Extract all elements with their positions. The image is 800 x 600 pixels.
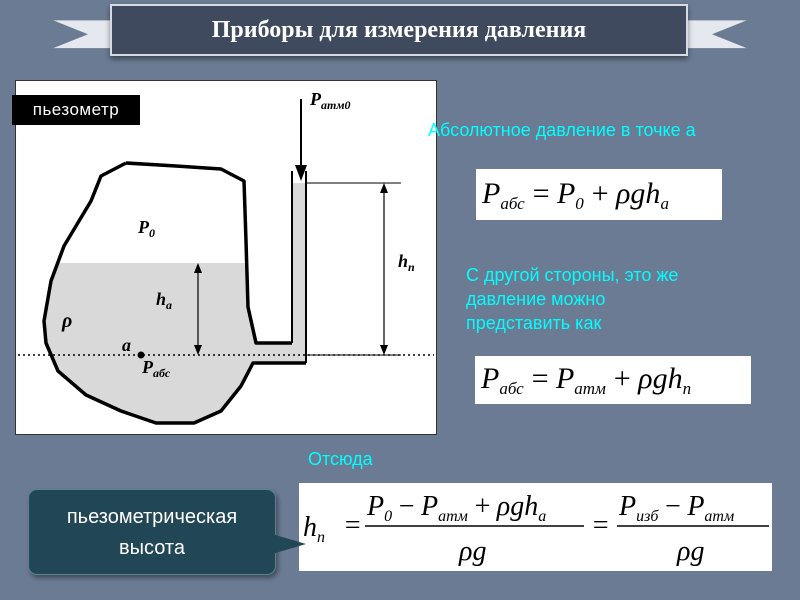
- title-box: Приборы для измерения давления: [110, 4, 688, 56]
- label-rho: ρ: [61, 310, 72, 332]
- point-a-dot: [137, 351, 145, 359]
- other-side-note: С другой стороны, это же давление можно …: [466, 263, 796, 335]
- label-h-a: ha: [156, 289, 172, 312]
- label-a: a: [122, 335, 131, 355]
- piezometer-diagram: Pатм0 P0 ρ ha hn a Pабс: [15, 80, 437, 435]
- svg-text:P0−Pатм+ρgha: P0−Pатм+ρgha: [366, 491, 546, 525]
- label-p-atm0: Pатм0: [309, 89, 351, 112]
- label-p-abs: Pабс: [141, 357, 171, 380]
- svg-text:Pабс=Pатм+ρghn: Pабс=Pатм+ρghn: [480, 362, 691, 398]
- svg-text:ρg: ρg: [458, 536, 486, 567]
- ha-arrow-bottom: [194, 345, 202, 355]
- svg-text:=: =: [343, 510, 362, 541]
- svg-text:hn: hn: [303, 512, 325, 546]
- ha-arrow-top: [194, 263, 202, 273]
- other-side-line-3: представить как: [466, 313, 602, 333]
- svg-text:=: =: [591, 510, 610, 541]
- svg-text:Pабс=P0+ρgha: Pабс=P0+ρgha: [481, 177, 669, 213]
- formula-abs-patm: Pабс=Pатм+ρghn: [475, 356, 751, 404]
- vessel-liquid: [44, 263, 292, 423]
- page-title: Приборы для измерения давления: [211, 16, 587, 43]
- formula-abs-p0: Pабс=P0+ρgha: [476, 169, 722, 220]
- hence-note: Отсюда: [308, 449, 373, 469]
- piezometer-tag: пьезометр: [12, 95, 140, 125]
- formula-piezometric-height: hn = P0−Pатм+ρgha ρg = Pизб−Pатм ρg: [299, 483, 772, 571]
- vessel-outline-lower: [42, 161, 306, 425]
- svg-text:ρg: ρg: [676, 536, 704, 567]
- other-side-line-1: С другой стороны, это же: [466, 265, 679, 285]
- vessel-outline: [125, 161, 292, 345]
- svg-text:Pизб−Pатм: Pизб−Pатм: [618, 491, 734, 525]
- tube-liquid: [292, 183, 306, 363]
- other-side-line-2: давление можно: [466, 289, 606, 309]
- hn-arrow-top: [380, 183, 388, 193]
- label-p0: P0: [137, 217, 155, 240]
- hn-arrow-bottom: [380, 345, 388, 355]
- atmosphere-arrow-head: [295, 165, 307, 181]
- label-h-n: hn: [398, 251, 415, 274]
- absolute-pressure-note: Абсолютное давление в точке а: [428, 120, 696, 140]
- piezometric-height-callout: пьезометрическая высота: [28, 489, 276, 575]
- callout-pointer: [272, 534, 306, 554]
